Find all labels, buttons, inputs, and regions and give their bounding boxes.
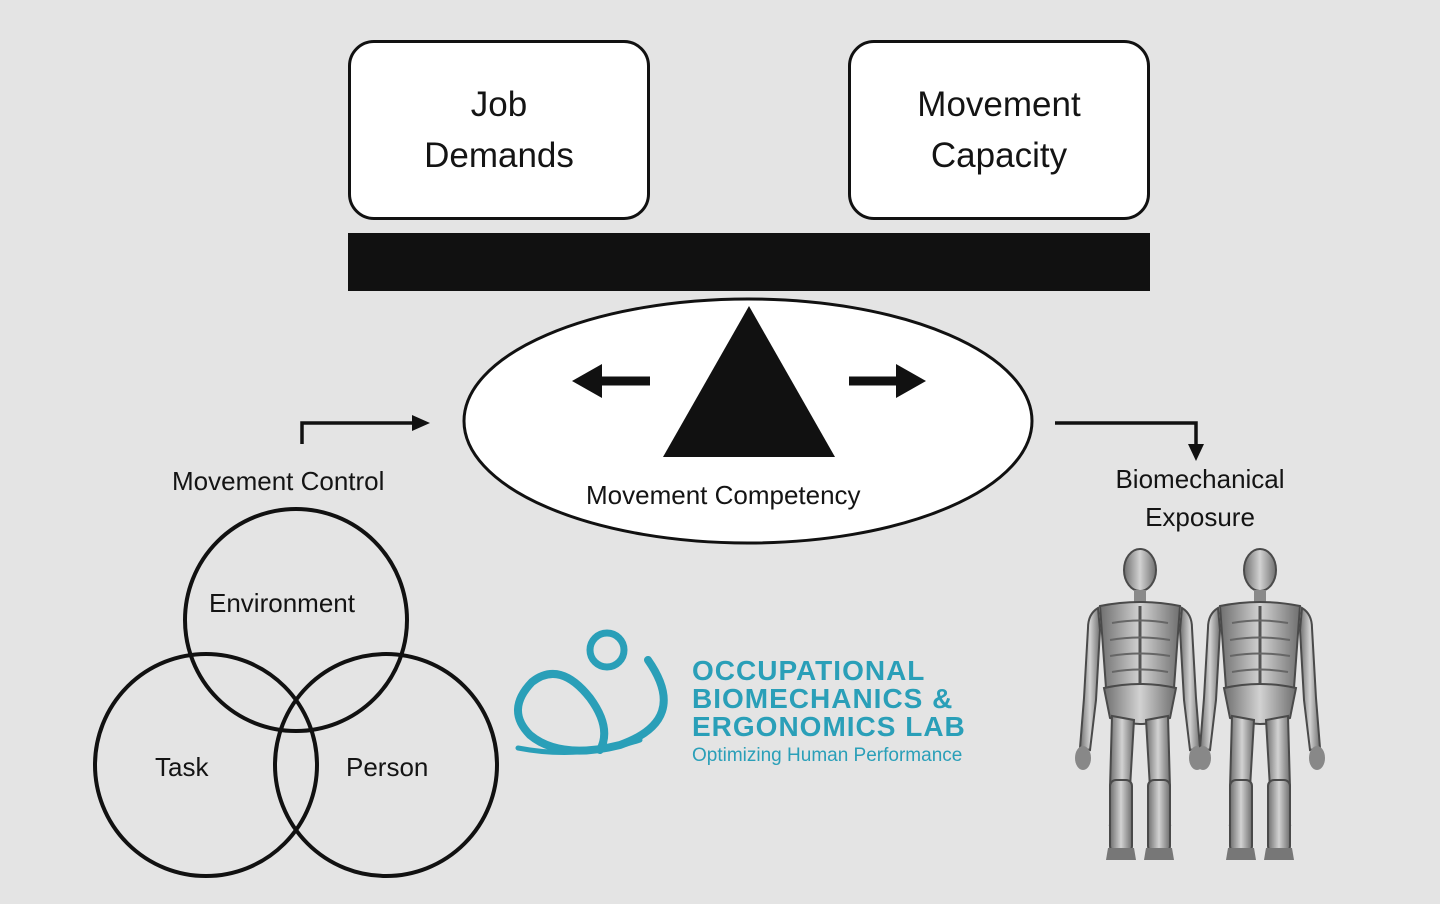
job-demands-line-2: Demands	[424, 136, 574, 175]
biomechanical-exposure-label: Biomechanical Exposure	[1090, 460, 1310, 536]
elbow-arrow-icon	[300, 415, 430, 444]
biomechanical-exposure-line-1: Biomechanical	[1115, 464, 1285, 494]
fulcrum-triangle-icon	[663, 306, 835, 457]
logo-text-line-1: OCCUPATIONAL	[692, 655, 926, 686]
job-demands-box: Job Demands	[348, 40, 650, 220]
venn-circle-person	[273, 652, 499, 878]
skeleton-figure-icon	[1193, 547, 1327, 862]
venn-label-person: Person	[346, 752, 429, 782]
skeleton-figure-icon	[1073, 547, 1207, 862]
elbow-arrow-icon	[1055, 421, 1204, 461]
movement-capacity-line-1: Movement	[917, 85, 1081, 124]
logo-swirl-icon	[514, 629, 668, 755]
movement-competency-label: Movement Competency	[586, 480, 861, 510]
movement-capacity-box: Movement Capacity	[848, 40, 1150, 220]
logo-tagline: Optimizing Human Performance	[692, 745, 963, 766]
venn-circle-task	[93, 652, 319, 878]
venn-label-task: Task	[155, 752, 209, 782]
biomechanical-exposure-line-2: Exposure	[1145, 502, 1255, 532]
movement-capacity-line-2: Capacity	[930, 136, 1068, 175]
movement-control-label: Movement Control	[172, 466, 385, 496]
arrow-left-icon	[572, 364, 650, 398]
balance-beam	[348, 233, 1150, 291]
job-demands-line-1: Job	[470, 85, 528, 124]
venn-label-environment: Environment	[209, 588, 355, 618]
logo-text-line-2: BIOMECHANICS &	[692, 683, 954, 714]
arrow-right-icon	[849, 364, 926, 398]
logo-text-line-3: ERGONOMICS LAB	[692, 711, 966, 742]
venn-circle-environment	[183, 507, 409, 733]
